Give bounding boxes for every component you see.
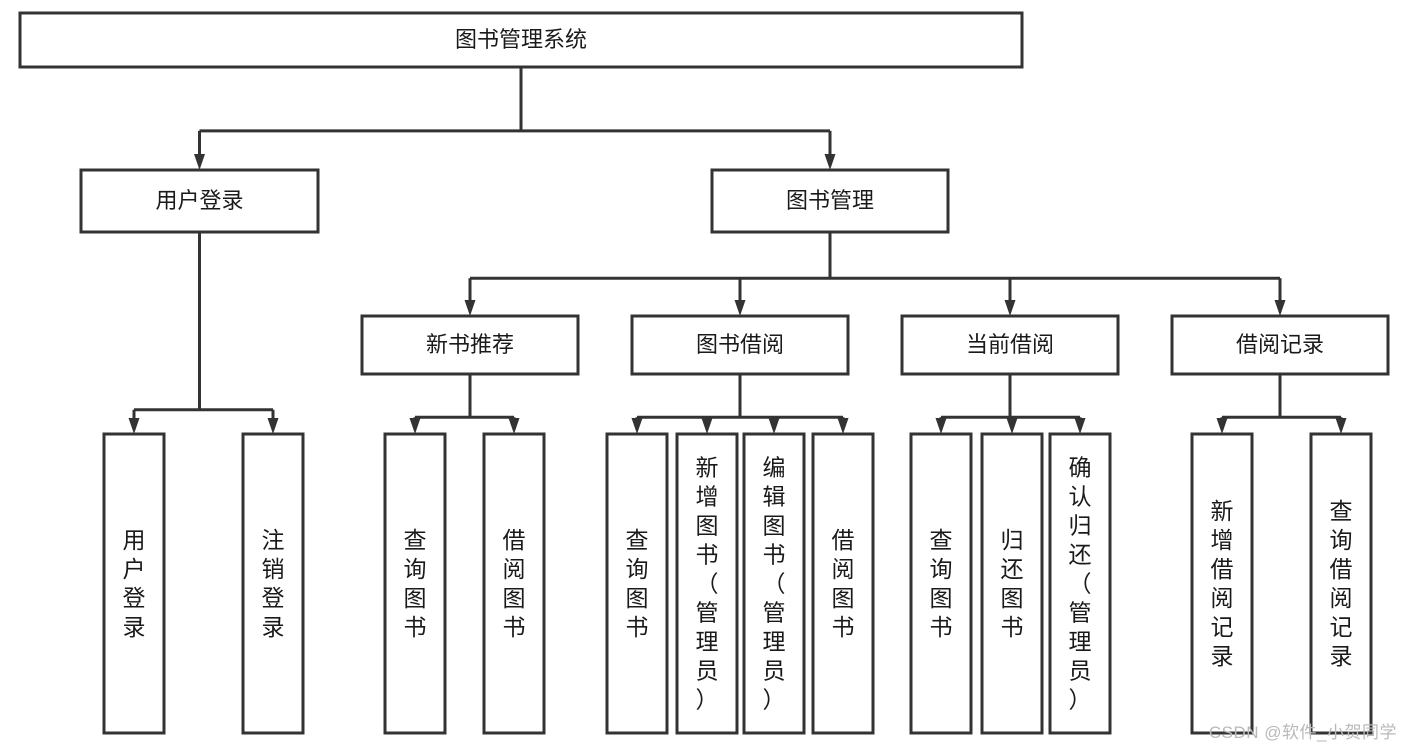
node-label: 借阅图书 <box>832 527 855 640</box>
edges-layer <box>128 67 1347 434</box>
arrow-head-icon <box>1074 418 1086 434</box>
node-book-manage[interactable]: 图书管理 <box>710 168 950 234</box>
node-label: 借阅图书 <box>503 527 526 640</box>
node-leaf-borrow-book[interactable]: 借阅图书 <box>811 432 875 735</box>
arrow-head-icon <box>128 418 140 434</box>
node-label: 借阅记录 <box>1236 332 1324 357</box>
node-leaf-borrow-book-rec[interactable]: 借阅图书 <box>482 432 546 735</box>
arrow-head-icon <box>734 300 746 316</box>
node-box <box>241 432 305 735</box>
node-box <box>79 168 320 234</box>
node-leaf-query-borrow-record[interactable]: 查询借阅记录 <box>1309 432 1373 735</box>
node-book-borrow[interactable]: 图书借阅 <box>630 314 850 376</box>
node-root[interactable]: 图书管理系统 <box>18 11 1024 69</box>
node-box <box>742 432 806 735</box>
node-box <box>811 432 875 735</box>
node-label: 图书管理系统 <box>455 27 587 52</box>
arrow-head-icon <box>267 418 279 434</box>
watermark-text: CSDN @软件_小贺同学 <box>1208 723 1397 742</box>
arrow-head-icon <box>1004 300 1016 316</box>
node-box <box>18 11 1024 69</box>
node-leaf-query-book-current[interactable]: 查询图书 <box>909 432 973 735</box>
node-box <box>710 168 950 234</box>
node-current-borrow[interactable]: 当前借阅 <box>900 314 1120 376</box>
arrow-head-icon <box>768 418 780 434</box>
node-box <box>909 432 973 735</box>
arrow-head-icon <box>1006 418 1018 434</box>
arrow-head-icon <box>1274 300 1286 316</box>
node-label: 查询图书 <box>404 527 427 640</box>
arrow-head-icon <box>1335 418 1347 434</box>
node-box <box>1190 432 1254 735</box>
node-user-login[interactable]: 用户登录 <box>79 168 320 234</box>
node-label: 归还图书 <box>1001 527 1024 640</box>
node-box <box>360 314 580 376</box>
arrow-head-icon <box>935 418 947 434</box>
node-leaf-query-book-borrow[interactable]: 查询图书 <box>605 432 669 735</box>
node-leaf-confirm-return-admin[interactable]: 确认归还（管理员） <box>1048 432 1112 735</box>
arrow-head-icon <box>701 418 713 434</box>
node-label: 确认归还（管理员） <box>1069 455 1092 713</box>
node-leaf-query-book-rec[interactable]: 查询图书 <box>383 432 447 735</box>
node-label: 新增借阅记录 <box>1211 498 1234 669</box>
node-box <box>980 432 1044 735</box>
node-leaf-add-book-admin[interactable]: 新增图书（管理员） <box>675 432 739 735</box>
node-box <box>900 314 1120 376</box>
node-box <box>1170 314 1390 376</box>
arrow-head-icon <box>464 300 476 316</box>
node-label: 新增图书（管理员） <box>696 455 719 713</box>
arrow-head-icon <box>631 418 643 434</box>
node-label: 图书管理 <box>786 188 874 213</box>
node-box <box>482 432 546 735</box>
node-label: 查询借阅记录 <box>1330 498 1353 669</box>
node-box <box>675 432 739 735</box>
arrow-head-icon <box>508 418 520 434</box>
node-label: 用户登录 <box>123 527 146 640</box>
node-label: 注销登录 <box>262 527 285 640</box>
arrow-head-icon <box>409 418 421 434</box>
node-leaf-user-login[interactable]: 用户登录 <box>102 432 166 735</box>
node-label: 当前借阅 <box>966 332 1054 357</box>
node-leaf-add-borrow-record[interactable]: 新增借阅记录 <box>1190 432 1254 735</box>
node-new-book-rec[interactable]: 新书推荐 <box>360 314 580 376</box>
arrow-head-icon <box>1216 418 1228 434</box>
arrow-head-icon <box>194 154 205 170</box>
node-label: 图书借阅 <box>696 332 784 357</box>
arrow-head-icon <box>824 154 836 170</box>
node-box <box>630 314 850 376</box>
node-label: 查询图书 <box>930 527 953 640</box>
node-borrow-record[interactable]: 借阅记录 <box>1170 314 1390 376</box>
nodes-layer: 图书管理系统用户登录图书管理新书推荐图书借阅当前借阅借阅记录用户登录注销登录查询… <box>18 11 1390 735</box>
node-box <box>605 432 669 735</box>
arrow-head-icon <box>837 418 849 434</box>
node-box <box>102 432 166 735</box>
node-leaf-logout-login[interactable]: 注销登录 <box>241 432 305 735</box>
node-label: 编辑图书（管理员） <box>763 455 786 713</box>
node-label: 用户登录 <box>155 188 243 213</box>
node-label: 新书推荐 <box>426 332 514 357</box>
node-leaf-edit-book-admin[interactable]: 编辑图书（管理员） <box>742 432 806 735</box>
node-box <box>1048 432 1112 735</box>
node-box <box>1309 432 1373 735</box>
node-leaf-return-book[interactable]: 归还图书 <box>980 432 1044 735</box>
node-box <box>383 432 447 735</box>
node-label: 查询图书 <box>626 527 649 640</box>
